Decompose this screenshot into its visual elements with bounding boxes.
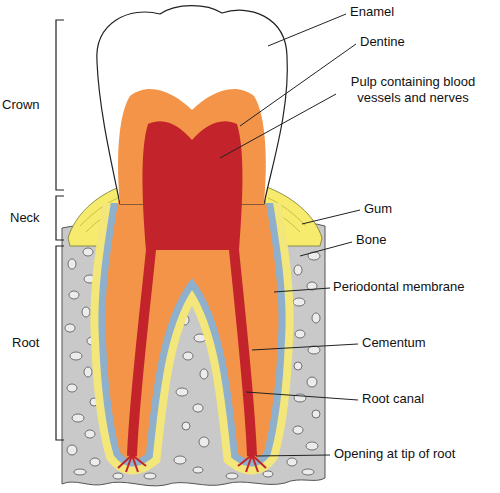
region-label: Crown <box>2 97 40 113</box>
root-canal <box>233 240 252 456</box>
leader-line <box>220 14 360 456</box>
nerve-branches <box>118 455 266 472</box>
part-label: Root canal <box>362 391 424 407</box>
part-label: Pulp containing blood vessels and nerves <box>332 74 494 106</box>
region-label: Root <box>12 335 39 351</box>
part-label: Cementum <box>362 335 426 351</box>
part-label: Enamel <box>350 4 394 20</box>
part-label: Periodontal membrane <box>333 279 465 295</box>
region-bracket <box>56 20 64 440</box>
pulp-chamber <box>143 121 243 250</box>
part-label: Opening at tip of root <box>334 446 455 462</box>
part-label: Gum <box>364 201 392 217</box>
part-label: Bone <box>356 232 386 248</box>
root-canal <box>132 240 152 456</box>
region-label: Neck <box>10 210 40 226</box>
part-label: Dentine <box>360 34 405 50</box>
